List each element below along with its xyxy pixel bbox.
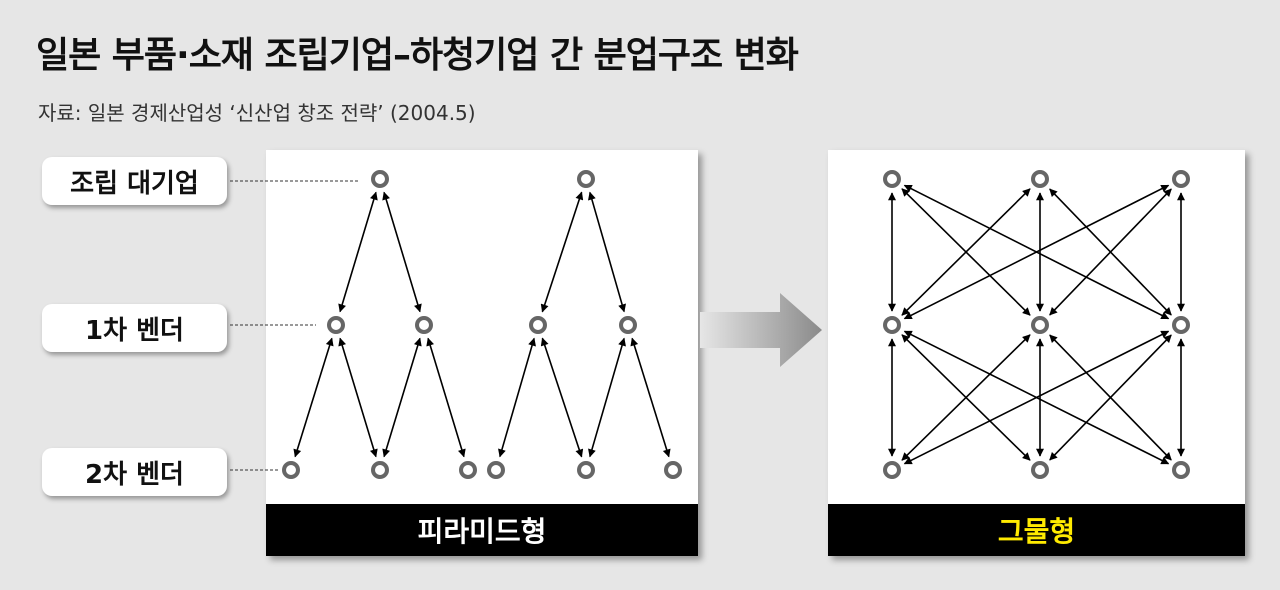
pyramid-panel: 피라미드형 — [266, 150, 698, 556]
level-label-assembler: 조립 대기업 — [42, 157, 227, 205]
pyramid-node-t3 — [529, 316, 547, 334]
pyramid-node-t2 — [415, 316, 433, 334]
pyramid-node-a2 — [577, 170, 595, 188]
pyramid-link-t1-s1 — [293, 337, 334, 458]
pyramid-label: 피라미드형 — [266, 504, 698, 556]
page-title: 일본 부품·소재 조립기업–하청기업 간 분업구조 변화 — [36, 35, 799, 76]
level-label-tier1: 1차 벤더 — [42, 304, 227, 352]
network-node-n10 — [883, 316, 901, 334]
pyramid-link-a2-t3 — [540, 191, 584, 313]
network-label: 그물형 — [828, 504, 1245, 556]
pyramid-link-t3-s5 — [540, 337, 584, 458]
pyramid-node-t4 — [619, 316, 637, 334]
pyramid-node-s2 — [371, 461, 389, 479]
pyramid-link-a2-t4 — [588, 191, 626, 313]
pyramid-link-a1-t1 — [338, 191, 378, 313]
pyramid-link-t2-s3 — [426, 337, 466, 458]
pyramid-node-s3 — [459, 461, 477, 479]
pyramid-node-s6 — [664, 461, 682, 479]
network-link-n02-n11 — [1049, 188, 1172, 316]
pyramid-node-s1 — [282, 461, 300, 479]
network-node-n20 — [883, 461, 901, 479]
pyramid-node-a1 — [371, 170, 389, 188]
pyramid-link-t2-s2 — [382, 337, 422, 458]
network-node-n11 — [1031, 316, 1049, 334]
pyramid-node-t1 — [327, 316, 345, 334]
pyramid-link-t4-s6 — [630, 337, 671, 458]
level-label-tier2: 2차 벤더 — [42, 448, 227, 496]
network-link-n12-n21 — [1049, 334, 1172, 461]
source-caption: 자료: 일본 경제산업성 ‘신산업 창조 전략’ (2004.5) — [38, 101, 476, 125]
network-node-n12 — [1172, 316, 1190, 334]
pyramid-link-t3-s4 — [498, 337, 536, 458]
network-node-n00 — [883, 170, 901, 188]
pyramid-link-t4-s5 — [588, 337, 626, 458]
pyramid-node-s4 — [487, 461, 505, 479]
flow-arrow-icon — [700, 293, 822, 367]
network-node-n01 — [1031, 170, 1049, 188]
network-node-n22 — [1172, 461, 1190, 479]
network-node-n02 — [1172, 170, 1190, 188]
pyramid-node-s5 — [577, 461, 595, 479]
pyramid-link-t1-s2 — [338, 337, 378, 458]
pyramid-link-a1-t2 — [382, 191, 422, 313]
network-node-n21 — [1031, 461, 1049, 479]
